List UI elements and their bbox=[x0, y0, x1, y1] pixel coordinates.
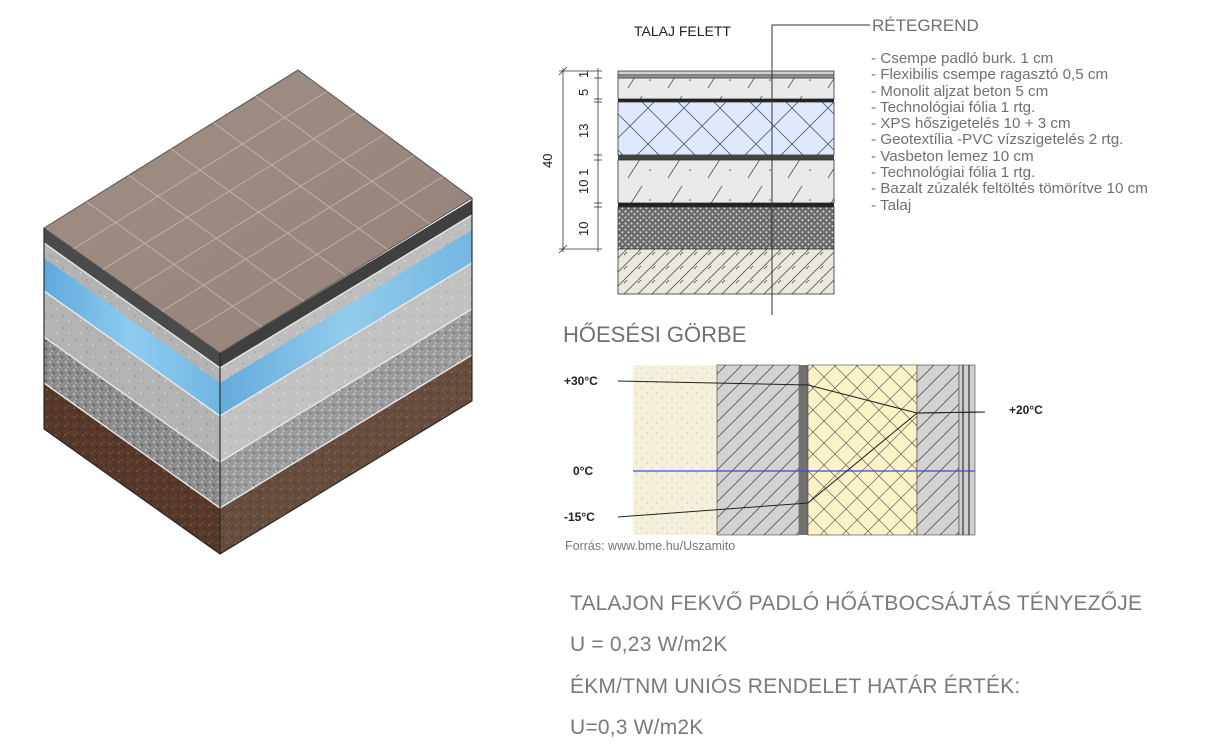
sec-rc-slab bbox=[617, 159, 835, 204]
label-minus15: -15°C bbox=[564, 510, 595, 524]
curve-concrete-zone bbox=[716, 364, 800, 536]
label-plus20: +20°C bbox=[1009, 403, 1043, 417]
sec-xps bbox=[617, 101, 835, 156]
source-note: Forrás: www.bme.hu/Uszamito bbox=[565, 539, 736, 553]
layer-item: - Technológiai fólia 1 rtg. bbox=[871, 164, 1036, 182]
curve-tile-zone bbox=[958, 364, 976, 536]
sec-dimensions bbox=[558, 66, 602, 254]
tile-joint bbox=[190, 176, 444, 333]
iso-outline bbox=[43, 198, 473, 555]
isometric-floor-block bbox=[43, 69, 473, 555]
layer-item: - Geotextília -PVC vízszigetelés 2 rtg. bbox=[871, 131, 1124, 149]
curve-insulation-zone bbox=[807, 364, 918, 536]
layer-item: - Bazalt zúzalék feltöltés tömörítve 10 … bbox=[871, 180, 1148, 198]
sec-dim-labels: 40 1 5 13 10 1 10 bbox=[540, 71, 591, 236]
curve-membrane bbox=[799, 365, 808, 535]
sec-foil-2 bbox=[618, 203, 834, 207]
iso-left-face bbox=[44, 228, 220, 554]
label-plus30: +30°C bbox=[564, 374, 598, 388]
sec-gravel bbox=[617, 206, 835, 250]
dim-5: 5 bbox=[576, 89, 591, 96]
layer-item: - XPS hőszigetelés 10 + 3 cm bbox=[871, 115, 1071, 133]
section-top-label: TALAJ FELETT bbox=[634, 23, 731, 39]
temperature-curve-title: HŐESÉSI GÖRBE bbox=[563, 322, 747, 347]
sec-soil bbox=[617, 248, 835, 295]
curve-screed-zone bbox=[916, 364, 960, 536]
dim-10: 10 bbox=[576, 222, 591, 236]
dim-10-1: 10 1 bbox=[576, 169, 591, 194]
layer-section-drawing: 40 1 5 13 10 1 10 bbox=[540, 24, 870, 315]
sec-adhesive bbox=[617, 74, 835, 79]
sec-screed bbox=[617, 77, 835, 100]
dim-total: 40 bbox=[540, 154, 555, 168]
layer-item: - Flexibilis csempe ragasztó 0,5 cm bbox=[871, 66, 1109, 84]
layer-item: - Vasbeton lemez 10 cm bbox=[871, 147, 1034, 165]
u-value: U = 0,23 W/m2K bbox=[570, 633, 728, 656]
limit-title: ÉKM/TNM UNIÓS RENDELET HATÁR ÉRTÉK: bbox=[570, 675, 1021, 698]
sec-foil-1 bbox=[618, 99, 834, 102]
layer-item: - Technológiai fólia 1 rtg. bbox=[871, 98, 1036, 116]
limit-value: U=0,3 W/m2K bbox=[570, 716, 704, 739]
sec-waterproof bbox=[618, 155, 834, 160]
temperature-lines bbox=[617, 380, 986, 518]
iso-tile-grid bbox=[73, 90, 444, 333]
u-value-title: TALAJON FEKVŐ PADLÓ HŐÁTBOCSÁJTÁS TÉNYEZ… bbox=[570, 592, 1143, 615]
layer-item: - Monolit aljzat beton 5 cm bbox=[871, 82, 1049, 100]
layer-item: - Csempe padló burk. 1 cm bbox=[871, 50, 1054, 67]
dim-1: 1 bbox=[576, 71, 591, 78]
layer-list: - Csempe padló burk. 1 cm - Flexibilis c… bbox=[871, 50, 1148, 214]
layer-item: - Talaj bbox=[871, 196, 912, 214]
iso-right-face bbox=[220, 200, 472, 554]
sec-leader bbox=[771, 24, 870, 315]
label-zero: 0°C bbox=[573, 464, 593, 478]
dim-13: 13 bbox=[576, 124, 591, 138]
layer-order-title: RÉTEGREND bbox=[872, 16, 979, 35]
sec-tile bbox=[617, 70, 835, 76]
curve-soil-zone bbox=[633, 365, 717, 535]
temperature-curve-diagram: +30°C +20°C 0°C -15°C bbox=[564, 364, 1043, 536]
